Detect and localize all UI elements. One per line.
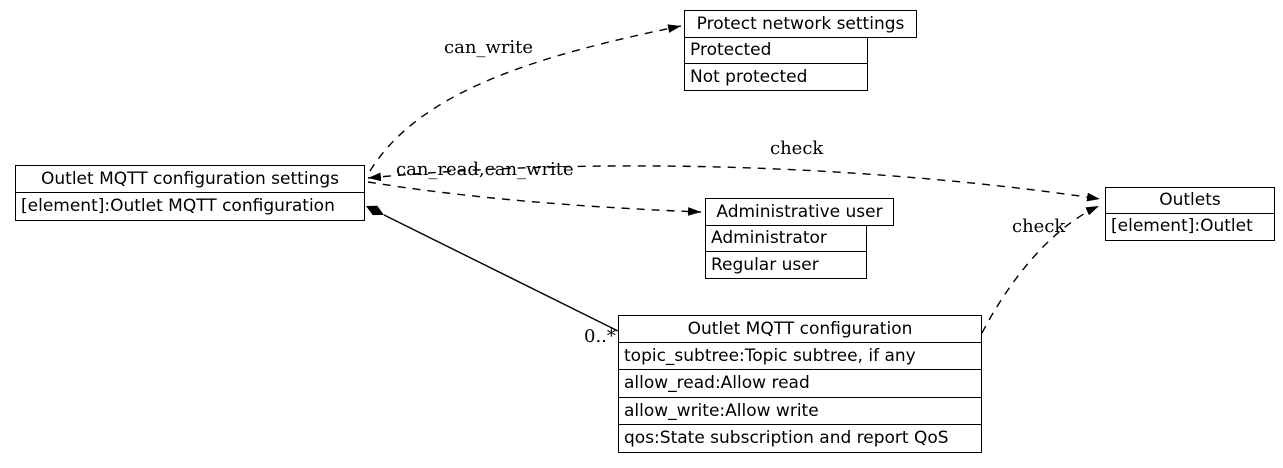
node-attribute-row: [element]:Outlet bbox=[1105, 212, 1275, 241]
edge-label-check-settings-outlets: check bbox=[770, 138, 824, 159]
node-attribute-row: allow_write:Allow write bbox=[618, 396, 982, 426]
node-value-row: Protected bbox=[684, 36, 868, 65]
node-outlet-mqtt-configuration: Outlet MQTT configuration topic_subtree:… bbox=[618, 315, 982, 454]
edge-composition-line bbox=[383, 214, 619, 332]
edge-label-can-write: can_write bbox=[444, 37, 534, 58]
node-title: Outlets bbox=[1105, 187, 1275, 214]
edge-check-config-to-outlets-line bbox=[981, 205, 1100, 334]
edge-label-check-config-outlets: check bbox=[1012, 216, 1066, 237]
node-protect-network-settings: Protect network settings Protected Not p… bbox=[684, 10, 917, 92]
node-administrative-user: Administrative user Administrator Regula… bbox=[705, 198, 894, 280]
edge-label-can-read-can-write: can_read,can_write bbox=[396, 159, 574, 180]
composition-diamond-icon bbox=[366, 205, 384, 216]
node-value-row: Regular user bbox=[705, 251, 867, 280]
edge-check-settings-to-outlets-line bbox=[367, 165, 1101, 202]
node-title: Administrative user bbox=[705, 198, 894, 226]
node-attribute-row: topic_subtree:Topic subtree, if any bbox=[618, 341, 982, 371]
edge-label-multiplicity: 0..* bbox=[584, 326, 616, 347]
edge-can-write-line bbox=[369, 24, 682, 172]
node-attribute-row: qos:State subscription and report QoS bbox=[618, 424, 982, 454]
node-value-row: Administrator bbox=[705, 224, 867, 253]
node-title: Protect network settings bbox=[684, 10, 917, 38]
node-value-row: Not protected bbox=[684, 63, 868, 92]
node-title: Outlet MQTT configuration bbox=[618, 315, 982, 343]
node-title: Outlet MQTT configuration settings bbox=[15, 165, 365, 193]
edge-can-read-can-write-line bbox=[367, 181, 702, 216]
node-attribute-row: allow_read:Allow read bbox=[618, 369, 982, 399]
node-attribute-row: [element]:Outlet MQTT configuration bbox=[15, 191, 365, 221]
node-outlet-mqtt-configuration-settings: Outlet MQTT configuration settings [elem… bbox=[15, 165, 365, 221]
node-outlets: Outlets [element]:Outlet bbox=[1105, 187, 1275, 241]
